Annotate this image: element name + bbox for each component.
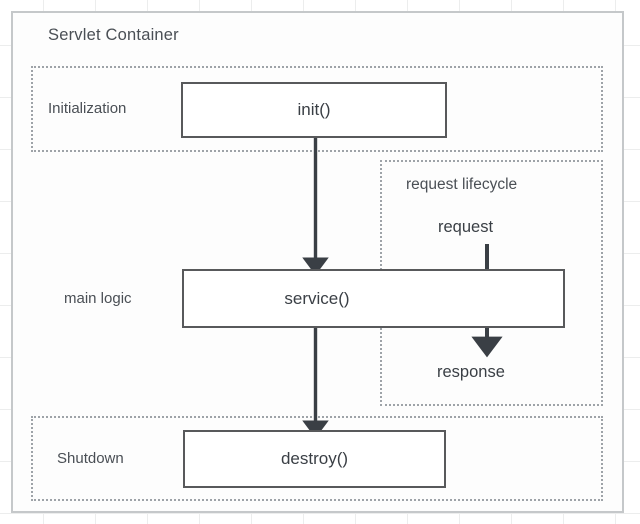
label-main-logic: main logic (64, 290, 132, 307)
method-label-service: service() (284, 288, 350, 308)
method-label-init: init() (297, 100, 331, 119)
method-label-destroy: destroy() (280, 449, 349, 468)
label-shutdown: Shutdown (57, 450, 124, 467)
label-request-lifecycle: request lifecycle (406, 176, 518, 193)
label-initialization: Initialization (48, 100, 127, 117)
servlet-container-title: Servlet Container (48, 26, 179, 44)
method-box-init[interactable]: init() (181, 82, 447, 138)
label-request: request (438, 218, 494, 236)
label-response: response (437, 363, 505, 381)
method-box-service[interactable]: service() (182, 269, 565, 328)
method-box-destroy[interactable]: destroy() (183, 430, 446, 488)
